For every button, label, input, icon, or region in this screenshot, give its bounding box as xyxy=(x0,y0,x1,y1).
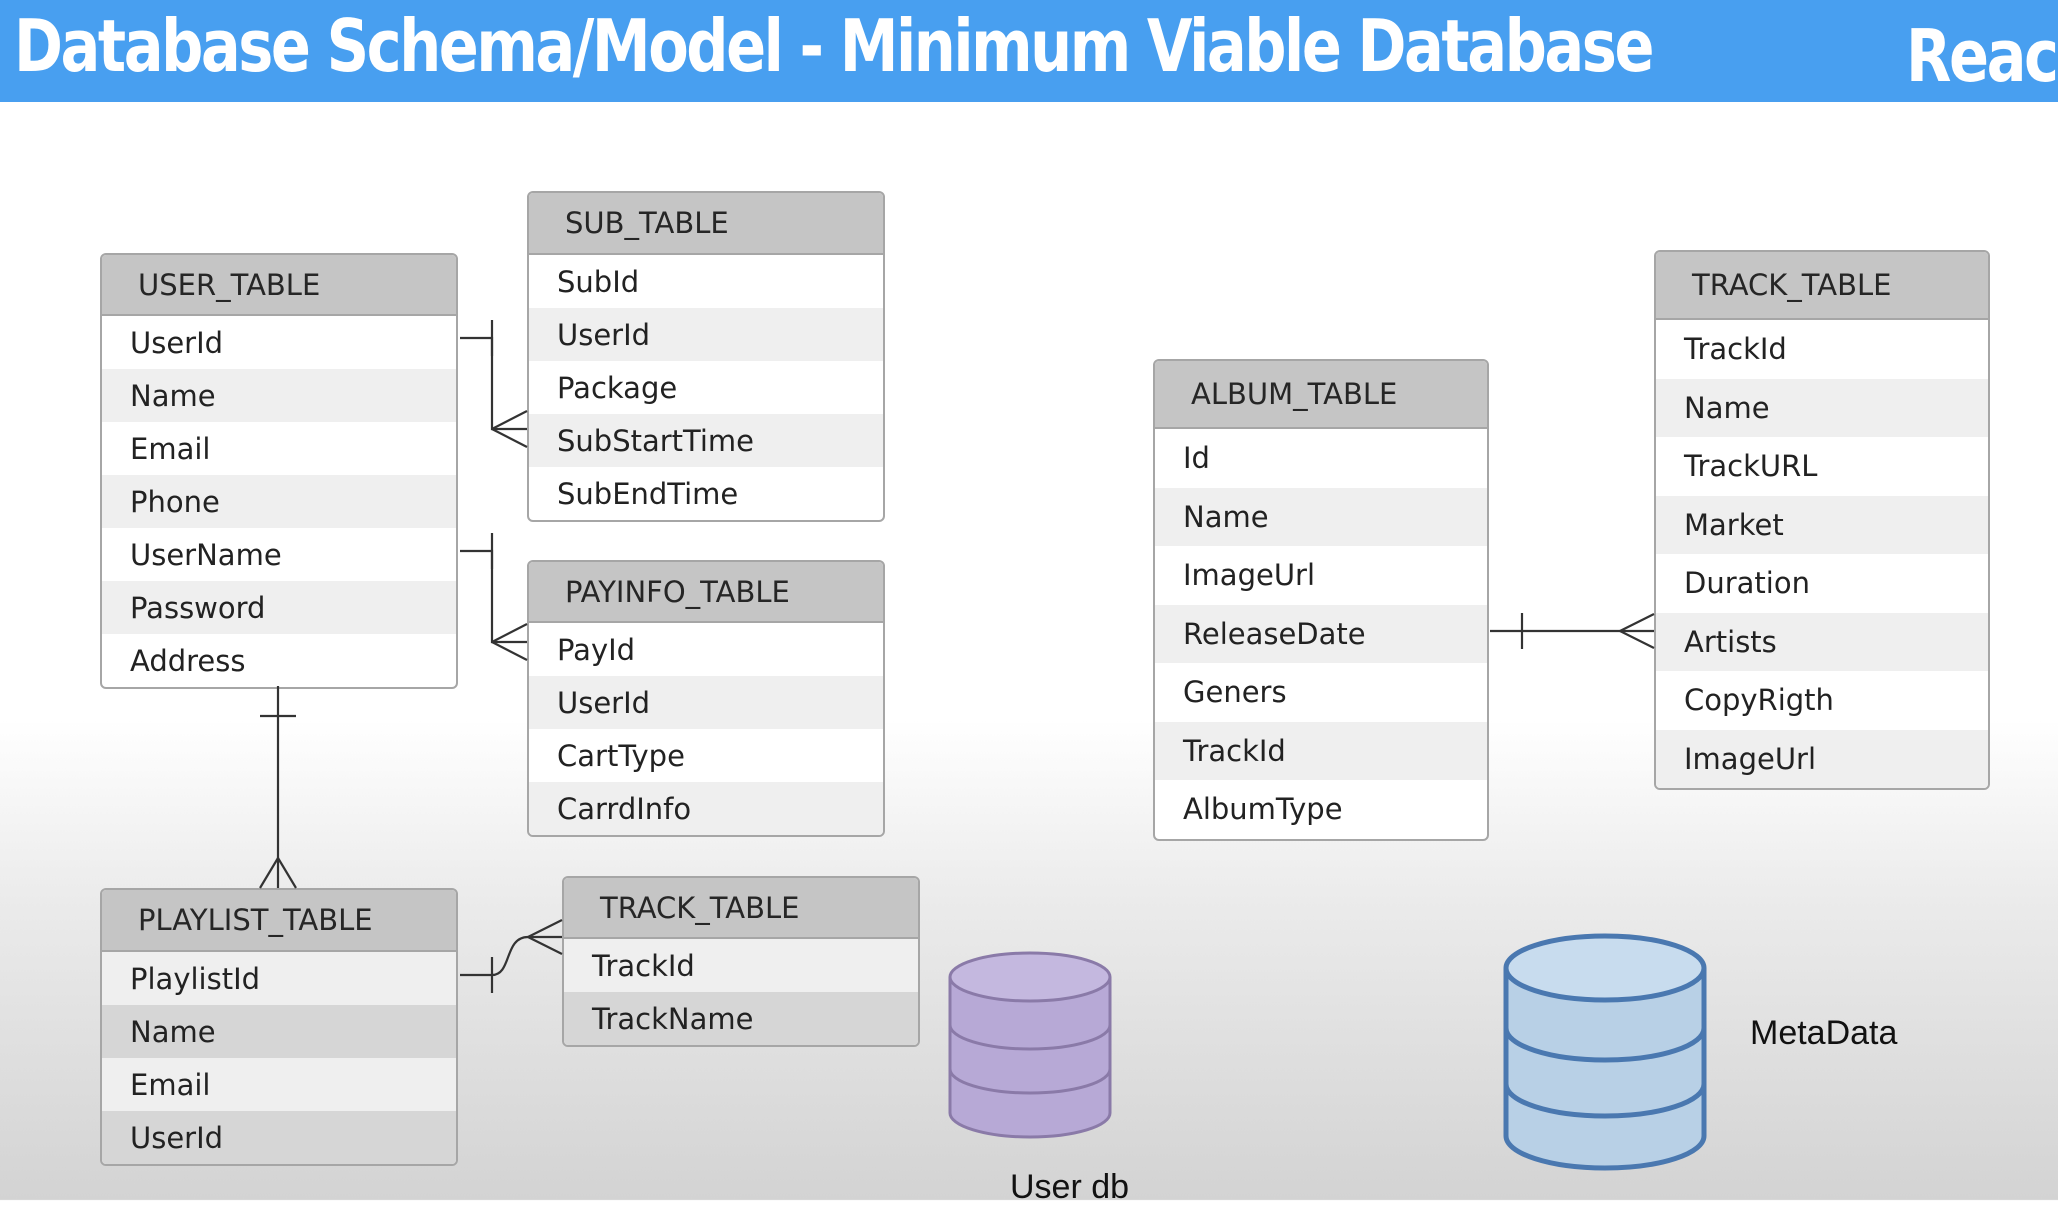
brand-name: Reach xyxy=(1906,14,2058,98)
user-table-field: Email xyxy=(130,431,211,466)
playlist-table-field: UserId xyxy=(102,1111,456,1164)
user-table-field: Password xyxy=(102,581,456,634)
playlist-table: PLAYLIST_TABLE PlaylistId Name Email Use… xyxy=(100,888,458,1166)
album-track-relationship xyxy=(1490,613,1655,649)
track-table-field: Artists xyxy=(1656,612,1988,671)
payinfo-table-field: PayId xyxy=(557,632,636,667)
user-table-field: UserName xyxy=(130,537,282,572)
track-table-field: Duration xyxy=(1684,566,1810,601)
album-table-field: TrackId xyxy=(1155,721,1487,780)
slide-title: Database Schema/Model - Minimum Viable D… xyxy=(14,4,1654,88)
track-table-field: ImageUrl xyxy=(1656,729,1988,788)
playlist-table-field: PlaylistId xyxy=(102,952,456,1005)
payinfo-table-field: UserId xyxy=(529,676,883,729)
album-table-field: ReleaseDate xyxy=(1155,604,1487,663)
album-table-field: ImageUrl xyxy=(1183,558,1316,593)
album-table: ALBUM_TABLE Id Name ImageUrl ReleaseDate… xyxy=(1153,359,1489,841)
track-table-field: Name xyxy=(1656,378,1988,437)
album-table-field: Name xyxy=(1155,487,1487,546)
user-table-field: Name xyxy=(102,369,456,422)
sub-table-field: SubId xyxy=(557,264,640,299)
user-db-icon xyxy=(948,951,1112,1139)
sub-table-field: Package xyxy=(557,370,678,405)
sub-table: SUB_TABLE SubId UserId Package SubStartT… xyxy=(527,191,885,522)
metadata-db-icon xyxy=(1503,933,1707,1171)
user-payinfo-relationship xyxy=(460,533,528,661)
sub-table-header: SUB_TABLE xyxy=(529,193,883,255)
playlist-track-table-field: TrackName xyxy=(564,992,918,1045)
track-table-header: TRACK_TABLE xyxy=(1656,252,1988,320)
track-table-field: CopyRigth xyxy=(1684,683,1834,718)
playlist-table-header: PLAYLIST_TABLE xyxy=(102,890,456,952)
album-table-field: Id xyxy=(1183,441,1210,476)
playlist-track-table-field: TrackId xyxy=(564,939,918,992)
title-banner: Database Schema/Model - Minimum Viable D… xyxy=(0,0,2058,102)
payinfo-table-header: PAYINFO_TABLE xyxy=(529,562,883,623)
user-db-label: User db xyxy=(1010,1168,1130,1206)
payinfo-table-field: CartType xyxy=(557,738,685,773)
metadata-label: MetaData xyxy=(1750,1014,1898,1052)
user-playlist-relationship xyxy=(259,686,297,889)
track-table-field: Market xyxy=(1656,495,1988,554)
sub-table-field: UserId xyxy=(529,308,883,361)
playlist-table-field: Email xyxy=(102,1058,456,1111)
playlist-track-table: TRACK_TABLE TrackId TrackName xyxy=(562,876,920,1047)
track-table-field: TrackURL xyxy=(1684,449,1818,484)
payinfo-table: PAYINFO_TABLE PayId UserId CartType Carr… xyxy=(527,560,885,837)
user-sub-relationship xyxy=(460,320,528,448)
playlist-track-relationship xyxy=(460,919,563,993)
user-table-header: USER_TABLE xyxy=(102,255,456,316)
track-table-field: TrackId xyxy=(1684,332,1787,367)
user-table-field: Phone xyxy=(102,475,456,528)
playlist-table-field: Name xyxy=(102,1005,456,1058)
payinfo-table-field: CarrdInfo xyxy=(529,782,883,835)
album-table-header: ALBUM_TABLE xyxy=(1155,361,1487,429)
track-table: TRACK_TABLE TrackId Name TrackURL Market… xyxy=(1654,250,1990,790)
user-table-field: UserId xyxy=(130,325,224,360)
sub-table-field: SubEndTime xyxy=(557,476,739,511)
user-table-field: Address xyxy=(130,643,246,678)
album-table-field: Geners xyxy=(1183,675,1287,710)
user-table: USER_TABLE UserId Name Email Phone UserN… xyxy=(100,253,458,689)
sub-table-field: SubStartTime xyxy=(529,414,883,467)
playlist-track-table-header: TRACK_TABLE xyxy=(564,878,918,939)
album-table-field: AlbumType xyxy=(1183,792,1343,827)
